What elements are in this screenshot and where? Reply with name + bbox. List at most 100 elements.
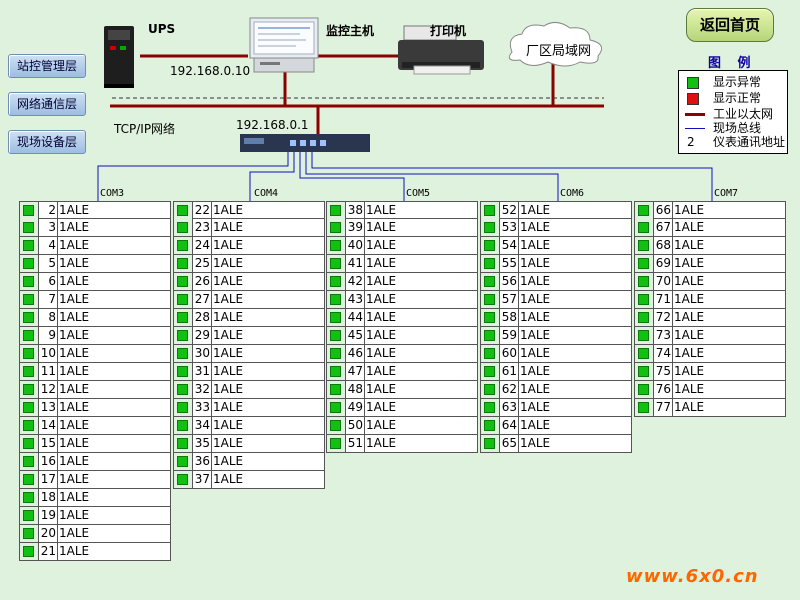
device-address: 27 [194,291,212,308]
device-address: 17 [40,471,58,488]
network-layer-button[interactable]: 网络通信层 [8,92,86,116]
network-switch-icon [240,134,370,152]
status-indicator-icon [327,435,346,452]
status-indicator-icon [20,471,39,488]
status-indicator-icon [174,435,193,452]
device-name: 1ALE [213,418,244,432]
status-indicator-icon [174,453,193,470]
device-address: 71 [655,291,673,308]
status-indicator-icon [174,219,193,236]
device-name: 1ALE [59,400,90,414]
device-address: 45 [347,327,365,344]
field-layer-button[interactable]: 现场设备层 [8,130,86,154]
device-name: 1ALE [59,472,90,486]
device-address: 20 [40,525,58,542]
back-home-button[interactable]: 返回首页 [686,8,774,42]
device-address: 15 [40,435,58,452]
station-layer-button[interactable]: 站控管理层 [8,54,86,78]
device-address: 22 [194,202,212,219]
status-indicator-icon [20,273,39,290]
host-ip-label: 192.168.0.10 [170,64,251,78]
device-name: 1ALE [674,382,705,396]
device-address: 28 [194,309,212,326]
